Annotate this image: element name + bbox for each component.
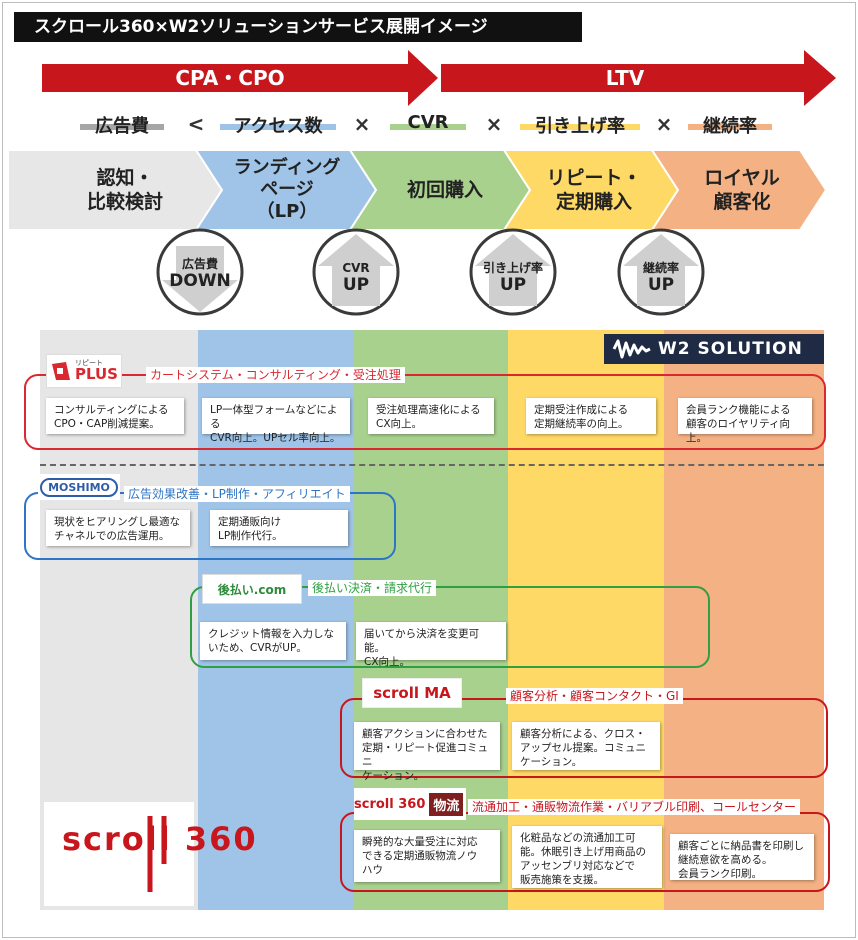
ltv-arrow-label: LTV (605, 66, 645, 90)
atobarai-logo: 後払い.com (202, 574, 302, 604)
formula-underline-access (220, 124, 336, 130)
cpa-arrow-shape (42, 50, 438, 106)
group-title-scroll-ma: 顧客分析・顧客コンタクト・GI (506, 688, 683, 704)
down-arrow-icon (162, 246, 238, 312)
group-title-plus: カートシステム・コンサルティング・受注処理 (146, 367, 405, 383)
logistics-tag: 物流 (429, 792, 464, 816)
formula-term-access: アクセス数 (233, 116, 323, 137)
atobarai-logo-text: 後払い.com (217, 582, 287, 597)
badge-big-label: DOWN (169, 271, 231, 291)
badge-small-label: 広告費 (181, 257, 218, 271)
scroll360-brand-text: scroll 360 (62, 820, 258, 858)
formula-underline-retention (688, 124, 772, 130)
waveform-icon (612, 339, 651, 359)
badge-big-label: UP (342, 275, 370, 295)
scroll-ma-logo-text: scroll MA (373, 684, 451, 702)
formula-term-upgrade-rate: 引き上げ率 (535, 116, 625, 137)
formula-operator: × (353, 112, 371, 136)
stage-shape-loyal (650, 149, 828, 231)
badge-big-label: UP (499, 275, 527, 295)
card-scroll-ma-action: 顧客アクションに合わせた 定期・リピート促進コミュニ ケーション。 (354, 722, 500, 782)
card-plus-consulting: コンサルティングによる CPO・CAP削減提案。 (46, 398, 184, 434)
card-logistics-processing: 化粧品などの流通加工可 能。休眠引き上げ用商品の アッセンブリ対応などで 販売施… (512, 826, 662, 888)
formula-operator: < (187, 112, 205, 136)
stage-chevrons (7, 149, 828, 231)
card-moshimo-ad-operation: 現状をヒアリングし最適な チャネルでの広告運用。 (46, 510, 190, 546)
badge-big-label: UP (647, 275, 675, 295)
stage-label-awareness: 認知・ 比較検討 (86, 167, 163, 213)
plus-logo-mark-icon (51, 362, 70, 380)
card-atobarai-payment-change: 届いてから決済を変更可能。 CX向上。 (356, 622, 506, 668)
ltv-arrow-shape (440, 50, 836, 106)
scroll360-logistics-logo: scroll 360 物流 (354, 788, 466, 820)
card-plus-member-rank: 会員ランク機能による 顧客のロイヤリティ向上。 (678, 398, 812, 444)
card-scroll-ma-analysis: 顧客分析による、クロス・ アップセル提案。コミュニ ケーション。 (512, 722, 660, 770)
badge-small-label: CVR (342, 261, 370, 275)
formula-operator: × (485, 112, 503, 136)
card-plus-order-processing: 受注処理高速化による CX向上。 (368, 398, 494, 434)
group-title-logistics: 流通加工・通販物流作業・バリアブル印刷、コールセンター (468, 799, 801, 815)
formula-term-ad-cost: 広告費 (95, 116, 149, 137)
card-logistics-invoice: 顧客ごとに納品書を印刷し 継続意欲を高める。 会員ランク印刷。 (670, 834, 814, 880)
badge-cvr: CVR UP (314, 262, 398, 294)
card-plus-subscription: 定期受注作成による 定期継続率の向上。 (526, 398, 656, 434)
formula-underline-cvr (390, 124, 466, 130)
badge-retention: 継続率 UP (619, 262, 703, 294)
up-arrow-icon (318, 234, 394, 306)
formula-term-cvr: CVR (407, 112, 449, 133)
scroll360-brand-logo: scroll 360 (44, 802, 256, 906)
moshimo-logo: MOSHIMO (38, 474, 120, 500)
stage-label-lp: ランディング ページ （LP） (233, 157, 341, 222)
plus-logo-small-text: リピート (74, 359, 103, 367)
w2-logo-text: W2 SOLUTION (658, 339, 803, 359)
stage-label-first-purchase: 初回購入 (406, 179, 483, 201)
formula-term-retention: 継続率 (703, 116, 757, 137)
formula-underline-ad (80, 124, 164, 130)
up-arrow-icon (623, 234, 699, 306)
cpa-arrow-label: CPA・CPO (175, 66, 285, 90)
group-title-moshimo: 広告効果改善・LP制作・アフィリエイト (124, 486, 350, 502)
group-title-atobarai: 後払い決済・請求代行 (308, 580, 437, 596)
card-logistics-bulk-orders: 瞬発的な大量受注に対応 できる定期通販物流ノウ ハウ (354, 830, 500, 882)
scroll-ma-logo: scroll MA (362, 678, 462, 708)
badge-ad-cost: 広告費 DOWN (158, 258, 242, 290)
scroll360-logo-text: scroll 360 (354, 796, 426, 812)
w2-solution-logo: W2 SOLUTION (604, 334, 824, 364)
card-atobarai-credit: クレジット情報を入力しな いため、CVRがUP。 (200, 622, 346, 660)
formula-underline-upgrade (520, 124, 640, 130)
repeat-plus-logo: リピート PLUS (46, 354, 122, 388)
up-arrow-icon (475, 234, 551, 306)
card-plus-lp-form: LP一体型フォームなどによる CVR向上。UPセル率向上。 (202, 398, 350, 444)
scroll360-brand-mark (147, 816, 167, 892)
card-moshimo-lp-production: 定期通販向け LP制作代行。 (210, 510, 348, 546)
kpi-badges (156, 228, 705, 316)
plus-logo-text: PLUS (74, 365, 118, 383)
stage-label-repeat: リピート・ 定期購入 (546, 167, 642, 213)
group-plus (24, 374, 826, 450)
stage-label-loyal: ロイヤル 顧客化 (704, 167, 780, 213)
badge-small-label: 継続率 (642, 261, 679, 275)
formula-operator: × (655, 112, 673, 136)
moshimo-logo-text: MOSHIMO (40, 477, 118, 497)
badge-small-label: 引き上げ率 (482, 261, 543, 275)
separator-line (40, 464, 824, 466)
phase-arrows (42, 50, 836, 106)
badge-upgrade: 引き上げ率 UP (471, 262, 555, 294)
group-atobarai (190, 586, 710, 668)
page-title: スクロール360×W2ソリューションサービス展開イメージ (14, 12, 582, 42)
